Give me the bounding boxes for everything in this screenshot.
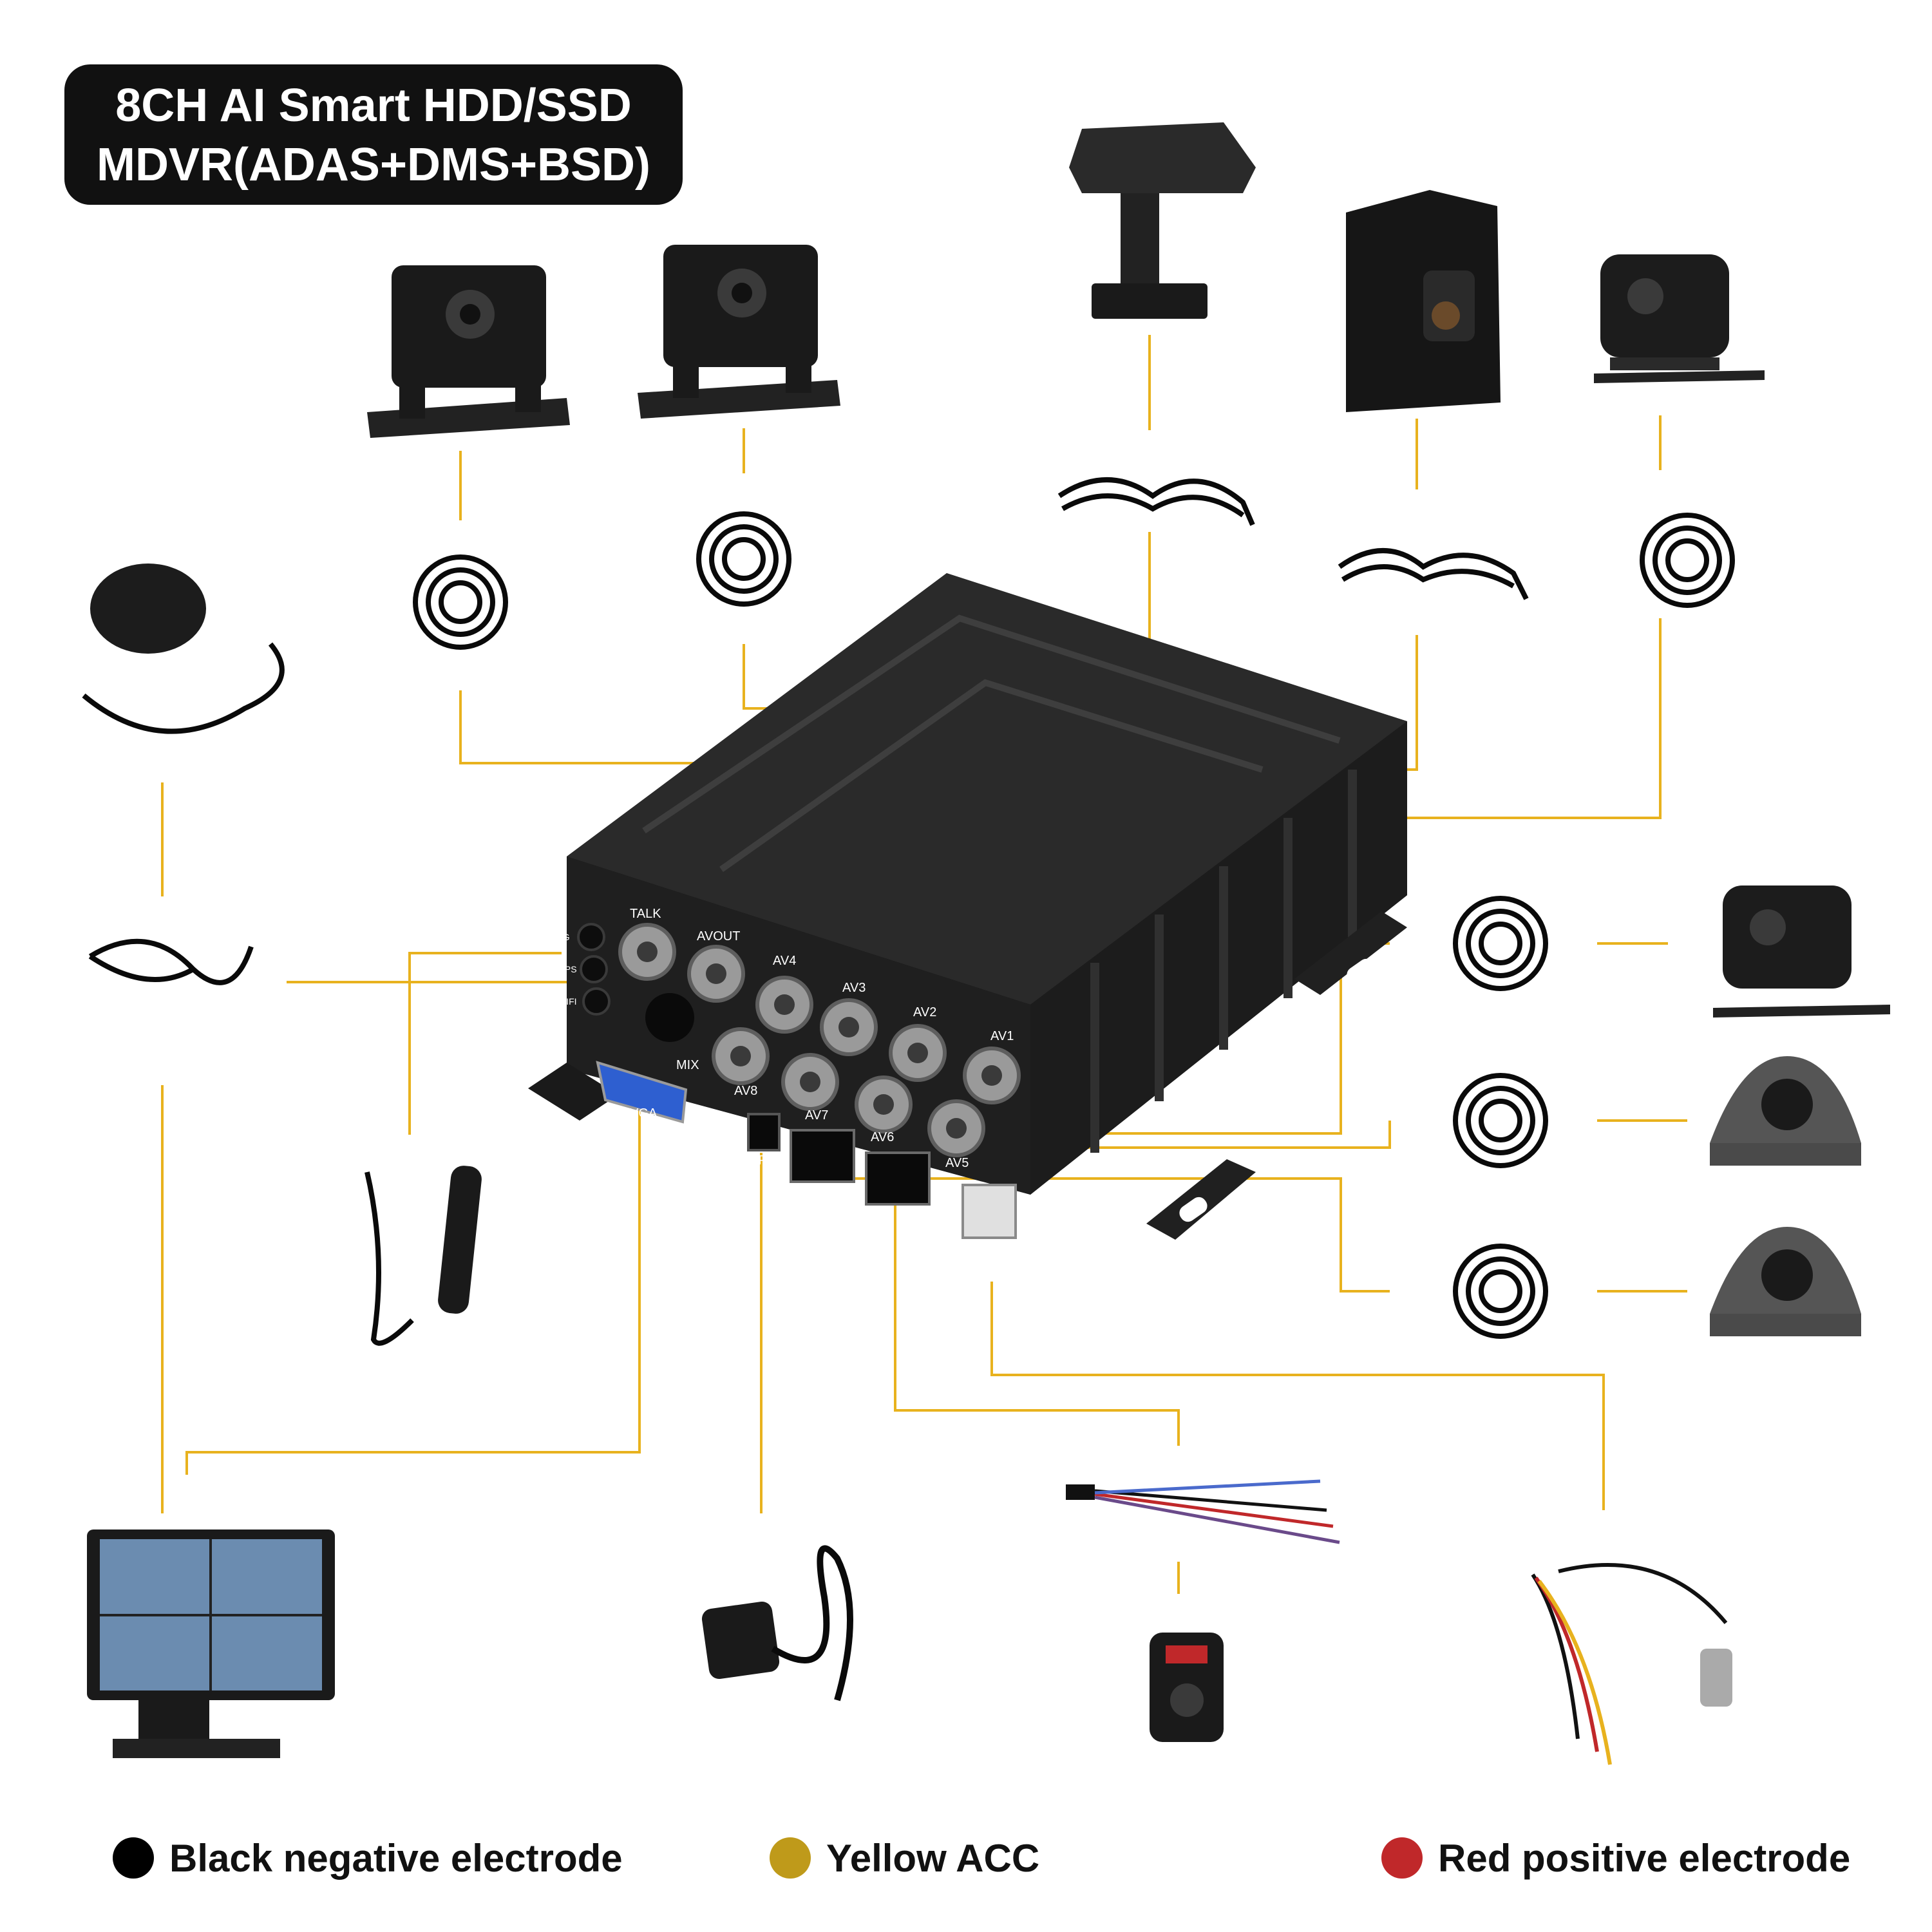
title-line-2: MDVR(ADAS+DMS+BSD): [96, 139, 651, 191]
extension-cables: [88, 477, 1735, 1339]
port-label-av8: AV8: [734, 1084, 757, 1098]
ir-camera-2: [638, 245, 840, 419]
port-label-gps: GPS: [748, 1153, 775, 1168]
port-label-mix: MIX: [676, 1058, 699, 1072]
legend-item-red: Red positive electrode: [1381, 1829, 1850, 1887]
dms-camera: [1346, 190, 1501, 412]
legend-label-red: Red positive electrode: [1438, 1836, 1851, 1880]
port-label-av4: AV4: [773, 954, 796, 968]
port-label-vga: VGA: [630, 1106, 658, 1121]
port-label-av7: AV7: [805, 1108, 828, 1122]
mdvr-device: [528, 573, 1407, 1240]
indicator-label-gps: GPS: [558, 964, 577, 974]
indicator-label-4g: 4G: [558, 932, 570, 942]
remote-control: [1150, 1633, 1224, 1742]
legend-label-yellow: Yellow ACC: [826, 1836, 1040, 1880]
port-label-talk: TALK: [630, 907, 661, 921]
legend-item-black: Black negative electrode: [113, 1829, 623, 1887]
title-line-1: 8CH AI Smart HDD/SSD: [115, 80, 632, 131]
io-port-left: [790, 1129, 855, 1183]
legend-dot-red: [1381, 1837, 1423, 1879]
dome-camera-2: [1710, 1227, 1861, 1336]
power-cable: [1531, 1563, 1732, 1765]
speaker: [82, 564, 285, 734]
adas-camera: [1069, 122, 1256, 319]
gps-module: [701, 1545, 853, 1701]
indicator-leds: [577, 923, 611, 1016]
port-label-av1: AV1: [990, 1029, 1014, 1043]
monitor: [87, 1530, 335, 1758]
port-label-av3: AV3: [842, 981, 866, 995]
dome-camera-1: [1710, 1056, 1861, 1166]
4g-antenna: [365, 1166, 482, 1346]
legend-dot-yellow: [770, 1837, 811, 1879]
power-port: [961, 1184, 1017, 1239]
legend-dot-black: [113, 1837, 154, 1879]
mic-hole: [645, 993, 694, 1042]
side-camera-right: [1713, 886, 1890, 1018]
ir-camera-1: [367, 265, 570, 438]
port-label-avout: AVOUT: [697, 929, 740, 943]
port-label-debug: DEBUG: [712, 1135, 744, 1145]
legend-label-black: Black negative electrode: [169, 1836, 623, 1880]
legend-item-yellow: Yellow ACC: [770, 1829, 1039, 1887]
port-label-power: POWER: [963, 1238, 1012, 1253]
gps-port: [747, 1113, 781, 1151]
port-label-av6: AV6: [871, 1130, 894, 1144]
wiring-harness: [1066, 1479, 1340, 1544]
port-label-rst: RST: [931, 1210, 949, 1220]
product-title: 8CH AI Smart HDD/SSD MDVR(ADAS+DMS+BSD): [64, 64, 683, 205]
io-port-right: [865, 1151, 931, 1206]
indicator-label-wifi: WIFI: [558, 996, 577, 1007]
port-label-av2: AV2: [913, 1005, 936, 1019]
port-label-av5: AV5: [945, 1156, 969, 1170]
vga-port: [596, 1061, 688, 1124]
side-camera-top: [1594, 254, 1765, 383]
